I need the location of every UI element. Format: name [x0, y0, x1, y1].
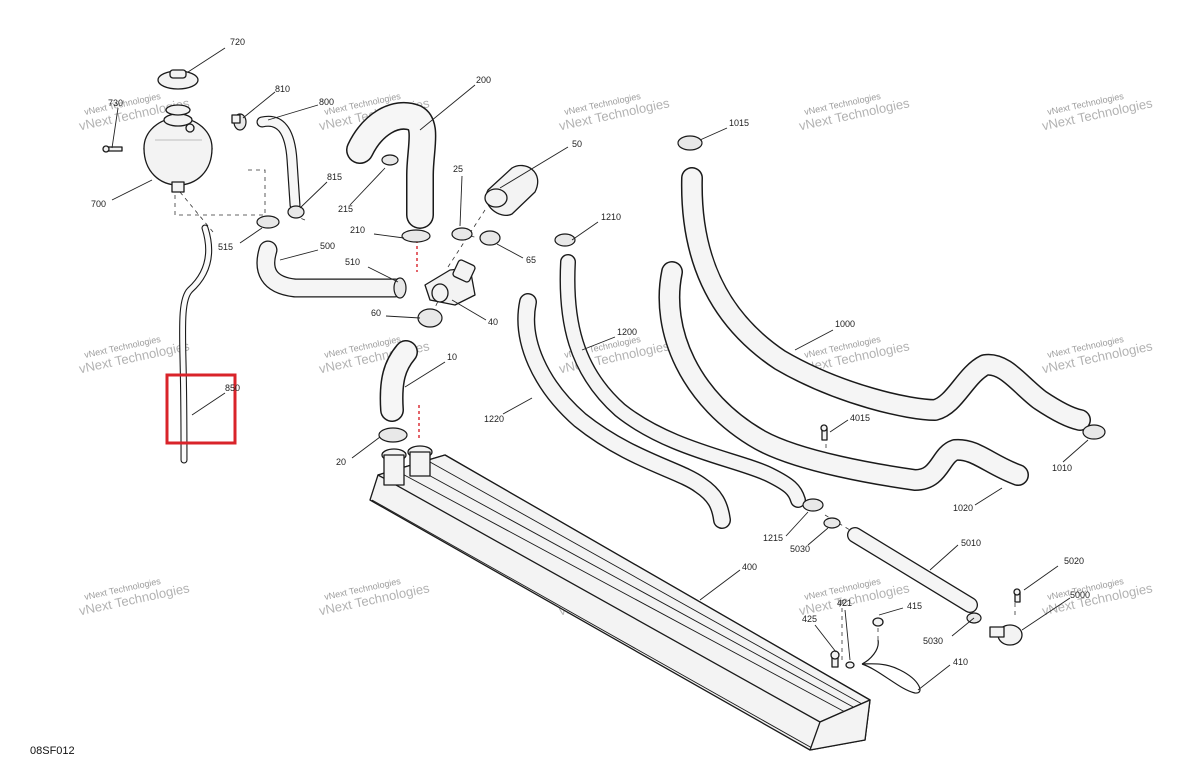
- clamp-210: [401, 229, 431, 243]
- callout-421: 421: [837, 598, 852, 608]
- callout-1020: 1020: [953, 503, 973, 513]
- hose-1200: [559, 254, 806, 508]
- callout-410: 410: [953, 657, 968, 667]
- callout-1200: 1200: [617, 327, 637, 337]
- callout-5030-lower: 5030: [923, 636, 943, 646]
- clamp-20: [378, 427, 408, 443]
- callout-215: 215: [338, 204, 353, 214]
- callout-60: 60: [371, 308, 381, 318]
- callout-5030: 5030: [790, 544, 810, 554]
- washer-421: [845, 661, 855, 669]
- sensor-415: [872, 617, 884, 627]
- clamp-815: [287, 205, 305, 219]
- clamp-515: [256, 215, 280, 229]
- callout-850: 850: [225, 383, 240, 393]
- elbow-10: [379, 340, 418, 422]
- callout-1220: 1220: [484, 414, 504, 424]
- callout-10: 10: [447, 352, 457, 362]
- highlight-box-850: [165, 373, 237, 445]
- clamp-1210: [554, 233, 576, 247]
- clamp-510: [393, 277, 407, 299]
- cap-720: [157, 69, 199, 116]
- callout-50: 50: [572, 139, 582, 149]
- callout-510: 510: [345, 257, 360, 267]
- callout-5010: 5010: [961, 538, 981, 548]
- cooler-400: [369, 445, 871, 751]
- callout-1210: 1210: [601, 212, 621, 222]
- fitting-40: [424, 259, 476, 306]
- clamp-810: [231, 113, 247, 131]
- callout-500: 500: [320, 241, 335, 251]
- callout-5000: 5000: [1070, 590, 1090, 600]
- hose-1220: [517, 293, 731, 529]
- clamp-215: [381, 154, 399, 166]
- screw-730: [102, 145, 123, 153]
- callout-40: 40: [488, 317, 498, 327]
- callout-800: 800: [319, 97, 334, 107]
- hose-1000: [680, 167, 1091, 431]
- wire-410: [861, 639, 921, 694]
- overflow-tube-850: [179, 224, 213, 464]
- clamp-1015: [677, 135, 703, 151]
- reservoir-700: [143, 113, 213, 193]
- clamp-5030: [823, 517, 841, 529]
- clamp-1215: [802, 498, 824, 512]
- callout-20: 20: [336, 457, 346, 467]
- document-id: 08SF012: [30, 745, 75, 757]
- callout-720: 720: [230, 37, 245, 47]
- callout-200: 200: [476, 75, 491, 85]
- pipe-5010: [847, 527, 978, 613]
- callout-210: 210: [350, 225, 365, 235]
- callout-515: 515: [218, 242, 233, 252]
- callout-425: 425: [802, 614, 817, 624]
- clamp-60: [417, 308, 443, 328]
- callout-25: 25: [453, 164, 463, 174]
- clamp-1010: [1082, 424, 1106, 440]
- callout-65: 65: [526, 255, 536, 265]
- bracket-5000: [989, 624, 1023, 646]
- callout-1015: 1015: [729, 118, 749, 128]
- fitting-50: [484, 164, 539, 216]
- screw-4015: [820, 424, 828, 441]
- clamp-25: [451, 227, 473, 241]
- callout-4015: 4015: [850, 413, 870, 423]
- callout-810: 810: [275, 84, 290, 94]
- callout-1215: 1215: [763, 533, 783, 543]
- hose-500: [256, 240, 405, 298]
- callout-815: 815: [327, 172, 342, 182]
- watermark-layer: vNext Technologies vNext Technologies vN…: [78, 91, 1155, 618]
- screw-425: [830, 650, 840, 668]
- hose-800: [256, 115, 301, 211]
- leader-lines: [111, 47, 1089, 691]
- clamp-65: [479, 230, 501, 246]
- callout-400: 400: [742, 562, 757, 572]
- hose-200: [346, 101, 437, 229]
- hose-1020: [658, 261, 1029, 491]
- callout-415: 415: [907, 601, 922, 611]
- callout-700: 700: [91, 199, 106, 209]
- callout-1010: 1010: [1052, 463, 1072, 473]
- hoses: [179, 101, 1091, 694]
- callout-5020: 5020: [1064, 556, 1084, 566]
- callout-labels: 720 730 810 800 200 700 815 215 25 50 10…: [91, 37, 1090, 667]
- screw-5020: [1013, 588, 1021, 603]
- callout-1000: 1000: [835, 319, 855, 329]
- callout-730: 730: [108, 98, 123, 108]
